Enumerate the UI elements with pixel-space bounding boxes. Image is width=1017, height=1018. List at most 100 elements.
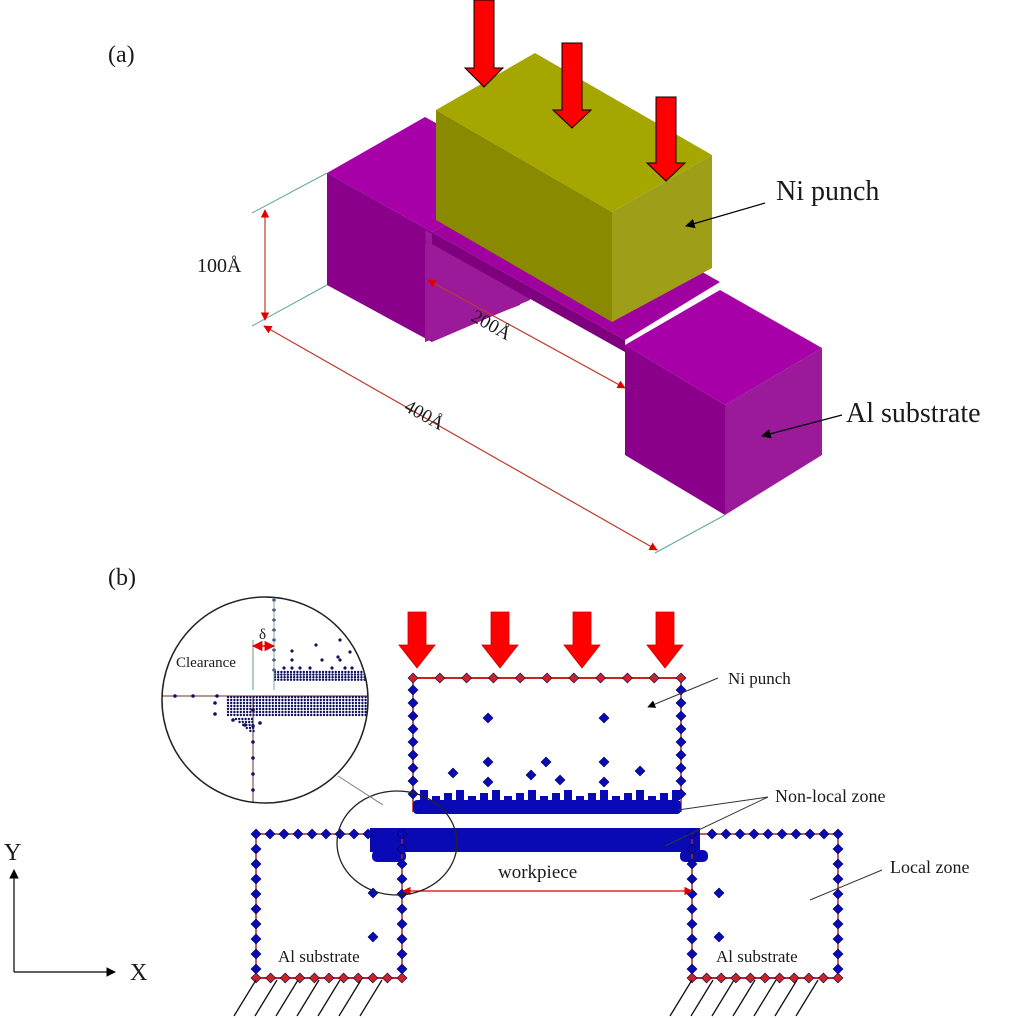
inset-atom bbox=[325, 670, 328, 674]
inset-atom bbox=[358, 698, 361, 702]
inset-atom bbox=[326, 710, 329, 714]
inset-atom bbox=[252, 701, 255, 705]
inset-atom bbox=[337, 670, 341, 674]
boundary-node bbox=[396, 972, 408, 984]
inset-atom bbox=[326, 695, 329, 699]
delta-label: δ bbox=[259, 627, 266, 643]
punch-surface-atom bbox=[528, 790, 536, 800]
inset-atom bbox=[337, 673, 341, 676]
inset-atom bbox=[329, 695, 332, 699]
atom bbox=[367, 931, 379, 943]
punch-surface-atom bbox=[612, 796, 620, 800]
inset-atom bbox=[239, 710, 242, 714]
inset-atom bbox=[310, 713, 313, 717]
atom bbox=[706, 828, 718, 840]
atom bbox=[832, 828, 844, 840]
inset-atom bbox=[265, 710, 268, 714]
inset-atom bbox=[310, 698, 313, 702]
inset-atom bbox=[268, 707, 271, 711]
inset-atom bbox=[226, 695, 230, 699]
inset-atom bbox=[244, 717, 247, 721]
inset-atom bbox=[328, 678, 331, 681]
force-arrow bbox=[398, 611, 436, 669]
inset-atom bbox=[278, 713, 281, 717]
dimension-length-label: 400Å bbox=[401, 396, 448, 435]
atom bbox=[675, 697, 687, 709]
hatch-line bbox=[338, 979, 362, 1017]
inset-atom bbox=[294, 707, 297, 711]
hatch-line bbox=[317, 979, 341, 1017]
inset-atom bbox=[274, 698, 278, 702]
workpiece-corner-right bbox=[680, 850, 708, 862]
inset-atom bbox=[246, 713, 249, 717]
inset-atom bbox=[302, 678, 305, 681]
inset-atom bbox=[310, 710, 313, 714]
inset-atom bbox=[284, 713, 287, 717]
inset-atom bbox=[350, 670, 353, 674]
inset-atom bbox=[335, 701, 338, 705]
atom bbox=[250, 918, 262, 930]
inset-atom bbox=[305, 673, 309, 676]
hatch-line bbox=[774, 979, 798, 1017]
inset-atom bbox=[246, 707, 249, 711]
inset-atom bbox=[309, 676, 312, 679]
boundary-node bbox=[367, 972, 379, 984]
inset-atom bbox=[297, 707, 300, 711]
inset-atom bbox=[366, 676, 368, 679]
inset-atom bbox=[354, 698, 358, 702]
inset-atom bbox=[226, 710, 230, 714]
inset-atom bbox=[233, 698, 236, 702]
inset-atom bbox=[322, 704, 326, 708]
inset-atom bbox=[299, 676, 302, 679]
inset-atom bbox=[328, 670, 331, 674]
inset-atom bbox=[271, 707, 274, 711]
inset-atom bbox=[300, 701, 303, 705]
inset-atom bbox=[296, 670, 299, 674]
inset-atom bbox=[246, 701, 249, 705]
atom bbox=[832, 918, 844, 930]
inset-atom bbox=[325, 673, 328, 676]
boundary-node bbox=[308, 972, 320, 984]
inset-atom bbox=[341, 678, 344, 681]
inset-atom bbox=[316, 695, 319, 699]
boundary-node bbox=[381, 972, 393, 984]
inset-atom bbox=[248, 720, 251, 724]
inset-atom bbox=[252, 726, 255, 730]
inset-atom bbox=[325, 676, 328, 679]
punch-nonlocal-zone bbox=[413, 800, 681, 814]
atom bbox=[790, 828, 802, 840]
boundary-node bbox=[595, 672, 607, 684]
inset-atom bbox=[357, 670, 360, 674]
inset-atom bbox=[316, 704, 319, 708]
inset-atom bbox=[213, 712, 217, 716]
force-arrows-b bbox=[398, 611, 684, 669]
atom bbox=[250, 948, 262, 960]
inset-atom bbox=[242, 704, 246, 708]
boundary-node bbox=[294, 972, 306, 984]
inset-atom bbox=[239, 695, 242, 699]
inset-atom bbox=[305, 676, 309, 679]
inset-atom bbox=[277, 678, 280, 681]
inset-atom bbox=[318, 670, 321, 674]
inset-atom bbox=[191, 694, 195, 698]
workpiece-nonlocal-zone bbox=[370, 828, 700, 852]
inset-atom bbox=[313, 707, 316, 711]
inset-atom bbox=[299, 678, 302, 681]
inset-atom bbox=[358, 713, 361, 717]
atom-layer bbox=[250, 672, 844, 984]
atom bbox=[482, 756, 494, 768]
workpiece-corner-left bbox=[372, 850, 406, 862]
inset-atom bbox=[226, 713, 230, 717]
inset-atom bbox=[313, 704, 316, 708]
inset-atom bbox=[294, 710, 297, 714]
inset-atom bbox=[322, 710, 326, 714]
al-substrate-left-label: Al substrate bbox=[278, 947, 360, 966]
boundary-node bbox=[265, 972, 277, 984]
inset-atom bbox=[300, 713, 303, 717]
inset-atom bbox=[313, 698, 316, 702]
inset-atom bbox=[249, 695, 252, 699]
inset-atom bbox=[294, 713, 297, 717]
inset-atom bbox=[284, 707, 287, 711]
inset-atom bbox=[252, 707, 255, 711]
atom bbox=[250, 873, 262, 885]
